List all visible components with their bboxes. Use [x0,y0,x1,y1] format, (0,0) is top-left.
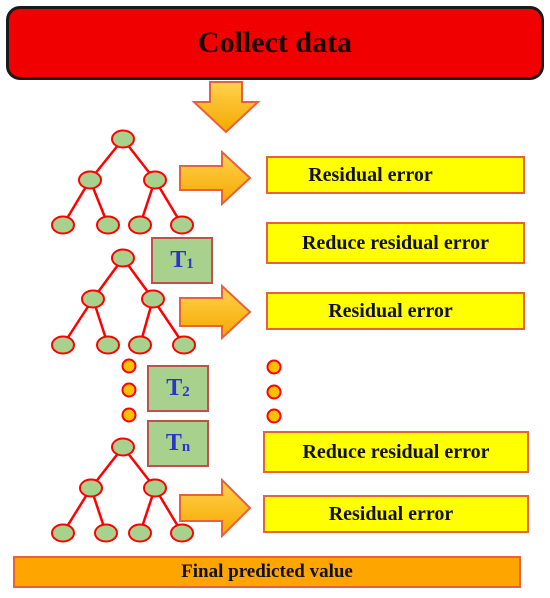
ellipsis-dot [121,382,137,398]
tree-node [128,215,152,235]
tree-node [141,289,165,309]
tree-node [111,129,135,149]
ellipsis-dot [121,407,137,423]
tree-node [170,523,194,543]
tree-node [111,437,135,457]
residual-error-label: Residual error [328,299,453,322]
residual-error-box: Residual error [266,156,525,194]
tree-node [128,335,152,355]
ellipsis-dot [266,384,282,400]
tree-label-sub: 1 [186,256,194,272]
tree-node [170,215,194,235]
tree-node [143,170,167,190]
tree-node [96,335,120,355]
residual-error-label: Residual error [328,502,454,525]
right-arrow-icon [179,283,252,341]
collect-data-banner: Collect data [6,6,544,80]
tree-node [78,170,102,190]
final-predicted-value-bar: Final predicted value [13,556,521,588]
tree-node [51,335,75,355]
tree-node [143,478,167,498]
ellipsis-dot [266,408,282,424]
residual-error-box: Residual error [266,292,525,330]
tree-node [51,523,75,543]
tree-node [94,523,118,543]
reduce-residual-error-box: Reduce residual error [266,222,525,264]
tree-label-main: T [165,430,182,456]
collect-data-title: Collect data [197,26,353,59]
reduce-residual-error-label: Reduce residual error [302,440,490,463]
tree-node [111,248,135,268]
down-arrow-icon [191,81,261,134]
tree-label-sub: n [181,439,191,455]
reduce-residual-error-box: Reduce residual error [263,431,529,473]
tree-node [172,335,196,355]
decision-trees [51,129,196,543]
tree-node [128,523,152,543]
residual-error-box: Residual error [263,495,529,533]
right-arrow-icon [179,149,252,207]
tree-label-main: T [166,375,183,401]
ellipsis-dot [121,358,137,374]
tree-node [96,215,120,235]
right-arrow-icon [179,477,252,539]
ellipsis-dot [266,359,282,375]
tree-label-sub: 2 [182,384,190,400]
tree-label-main: T [170,247,187,273]
tree-node [81,289,105,309]
reduce-residual-error-label: Reduce residual error [301,231,489,254]
residual-error-label: Residual error [308,163,433,186]
tree-node [79,478,103,498]
final-predicted-value-label: Final predicted value [181,561,353,582]
tree-node [51,215,75,235]
